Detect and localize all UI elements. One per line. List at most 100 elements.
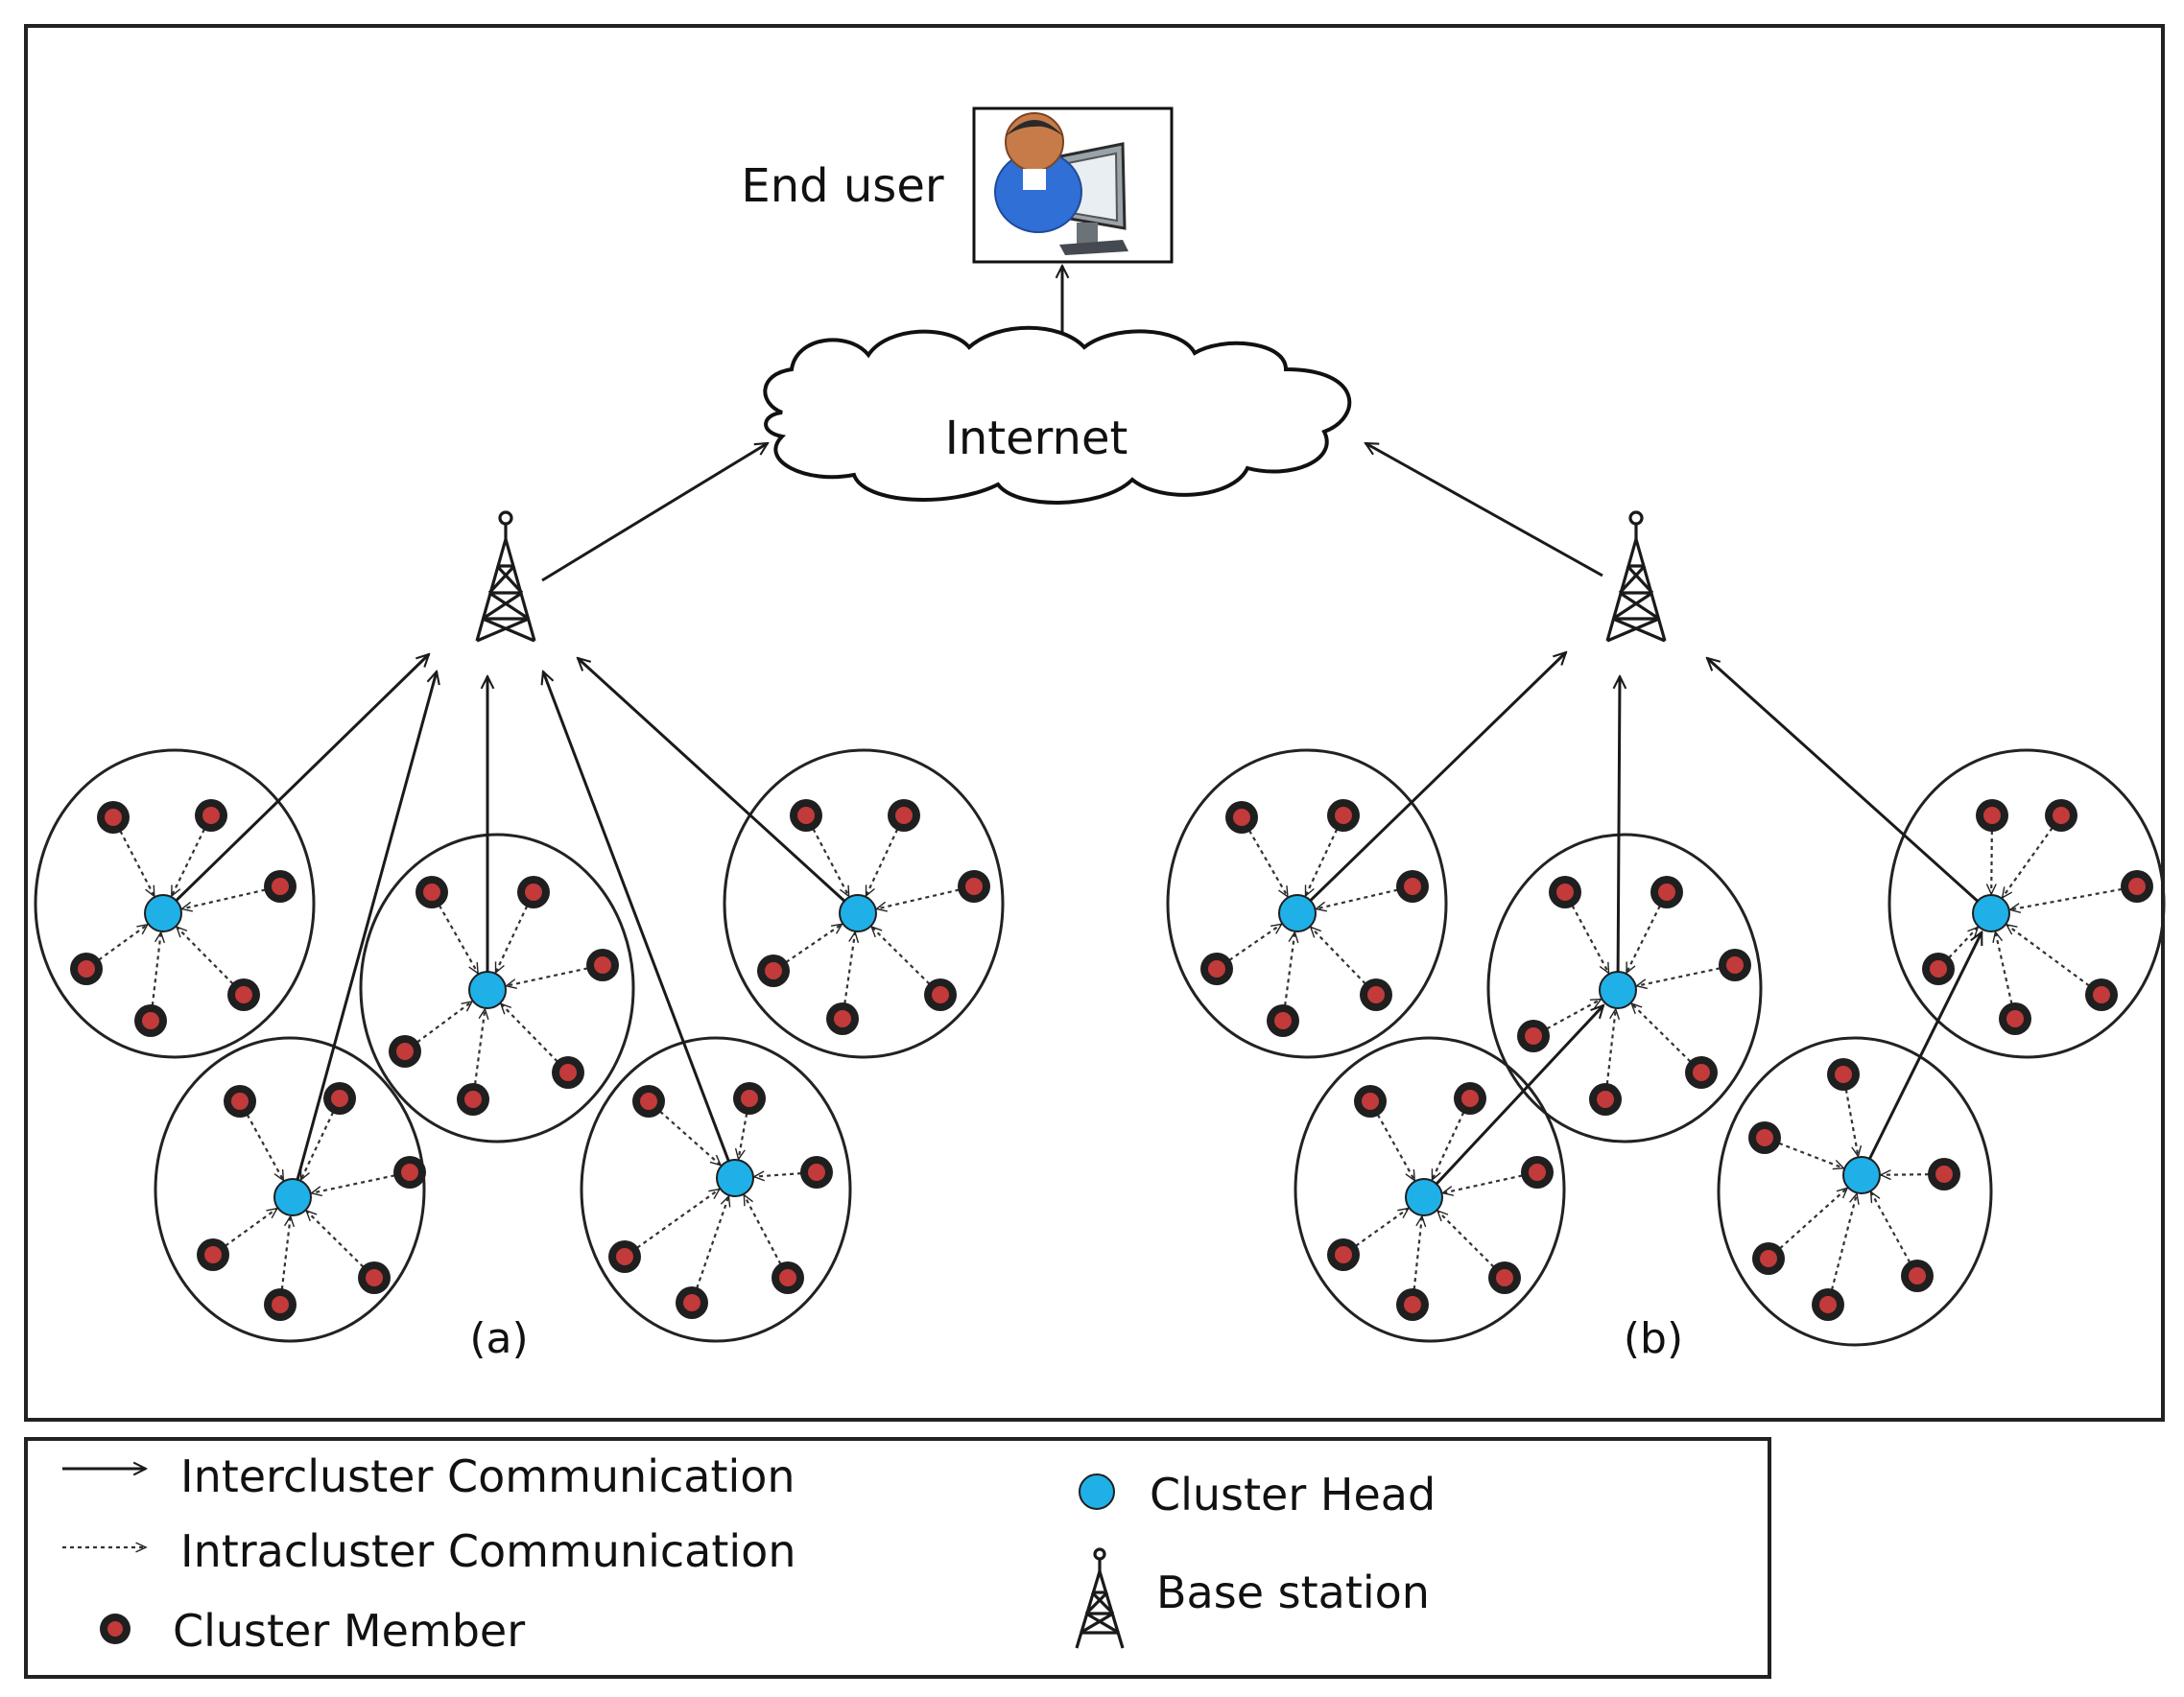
cluster-member-dot [826, 1002, 859, 1035]
base-station-tower-icon [475, 510, 536, 643]
intracluster-arrow [2010, 884, 2138, 909]
cluster-head-dot [1842, 1156, 1881, 1194]
intercluster-arrow [578, 658, 846, 903]
cluster-head-dot [839, 894, 877, 932]
base-station-b-to-internet-arrow [1365, 441, 1603, 577]
cluster-member-dot [790, 799, 822, 832]
cluster-member-dot [1650, 876, 1683, 908]
cluster-b4 [1717, 1036, 1993, 1347]
cluster-member-dot [227, 978, 260, 1011]
intracluster-arrow [772, 924, 842, 972]
cluster-ring [1887, 748, 2166, 1059]
cluster-member-dot [457, 1083, 489, 1116]
cluster-a3 [154, 1036, 426, 1343]
cluster-a5 [723, 748, 1005, 1059]
cluster-member-dot [1976, 799, 2008, 832]
cluster-member-dot [70, 953, 103, 985]
intracluster-arrow [1216, 924, 1282, 970]
cluster-member-dot [958, 870, 990, 903]
legend-head-label: Cluster Head [1150, 1469, 1436, 1520]
cluster-member-dot [134, 1004, 167, 1037]
legend-intercluster-label: Intercluster Communication [180, 1450, 795, 1502]
base-station-a-to-internet-arrow [541, 441, 768, 582]
cluster-head-dot [468, 971, 507, 1009]
intracluster-arrow [624, 1190, 720, 1258]
cluster-member-dot [676, 1286, 708, 1319]
cluster-head-dot [1405, 1178, 1443, 1216]
intracluster-arrow [507, 963, 604, 986]
intercluster-arrow [296, 672, 437, 1182]
cluster-member-dot [924, 978, 957, 1011]
cluster-member-dot [415, 876, 448, 908]
intracluster-arrow [85, 925, 148, 970]
intercluster-arrow [1707, 658, 1980, 904]
cluster-member-dot [1517, 1020, 1550, 1052]
cluster-member-dot [264, 1288, 297, 1321]
cluster-member-dot [97, 801, 130, 834]
intracluster-arrow [1631, 1003, 1702, 1073]
base-station-a [475, 510, 536, 643]
intracluster-arrow [312, 1170, 411, 1193]
clusters-layer [34, 748, 2166, 1347]
cluster-a4 [580, 1036, 852, 1343]
intercluster-arrow [1867, 932, 1983, 1161]
legend-base-station-icon [1075, 1547, 1125, 1649]
panel-b-label: (b) [1624, 1314, 1683, 1363]
intracluster-arrow [876, 884, 975, 908]
legend-intracluster-label: Intracluster Communication [180, 1525, 795, 1577]
end-user-label: End user [741, 159, 943, 213]
cluster-head-dot [1278, 894, 1317, 932]
cluster-a1 [34, 748, 316, 1059]
cluster-member-dot [2045, 799, 2077, 832]
cluster-member-dot [1589, 1083, 1622, 1116]
cluster-b1 [1166, 748, 1448, 1059]
intracluster-arrow [212, 1209, 277, 1256]
intercluster-arrow [1435, 1005, 1603, 1186]
intracluster-arrow [2006, 925, 2102, 996]
legend-head-dot [1079, 1473, 1115, 1510]
cluster-member-dot [1922, 953, 1955, 985]
cluster-member-dot [1267, 1004, 1299, 1037]
intercluster-arrow [1308, 652, 1566, 903]
intracluster-arrow [1637, 963, 1736, 986]
cluster-b2 [1486, 833, 1763, 1143]
cluster-head-dot [144, 894, 182, 932]
cluster-member-dot [323, 1082, 356, 1115]
cluster-member-dot [393, 1156, 426, 1189]
main-diagram-frame [24, 24, 2165, 1422]
cluster-member-dot [1396, 870, 1429, 903]
intercluster-arrows-layer [174, 652, 1983, 1186]
cluster-member-dot [632, 1085, 665, 1118]
cluster-ring [154, 1036, 426, 1343]
cluster-member-dot [1200, 953, 1233, 985]
cluster-member-dot [1827, 1058, 1860, 1091]
cluster-ring [580, 1036, 852, 1343]
intracluster-arrow [1841, 1073, 1858, 1156]
cluster-ring [34, 748, 316, 1059]
intracluster-arrow [1826, 1193, 1857, 1306]
cluster-member-dot [195, 799, 227, 832]
panel-a-label: (a) [469, 1314, 528, 1363]
cluster-member-dot [358, 1261, 391, 1294]
cluster-a2 [359, 833, 635, 1143]
cluster-member-dot [1685, 1056, 1718, 1089]
cluster-member-dot [608, 1240, 641, 1273]
cluster-ring [723, 748, 1005, 1059]
cluster-member-dot [772, 1261, 804, 1294]
cluster-member-dot [1225, 801, 1258, 834]
cluster-member-dot [224, 1085, 256, 1118]
legend-member-label: Cluster Member [173, 1605, 525, 1657]
intracluster-arrow [1991, 814, 1992, 894]
cluster-b3 [1294, 1036, 1566, 1343]
cluster-member-dot [2121, 870, 2153, 903]
intercluster-arrow [543, 672, 731, 1163]
intracluster-arrow [1768, 1188, 1847, 1260]
cluster-member-dot [1901, 1260, 1934, 1292]
cluster-member-dot [552, 1056, 584, 1089]
cluster-member-dot [800, 1156, 833, 1189]
legend-member-dot [100, 1614, 131, 1644]
cluster-member-dot [1454, 1082, 1486, 1115]
cluster-member-dot [389, 1035, 421, 1068]
cluster-member-dot [1396, 1288, 1429, 1321]
